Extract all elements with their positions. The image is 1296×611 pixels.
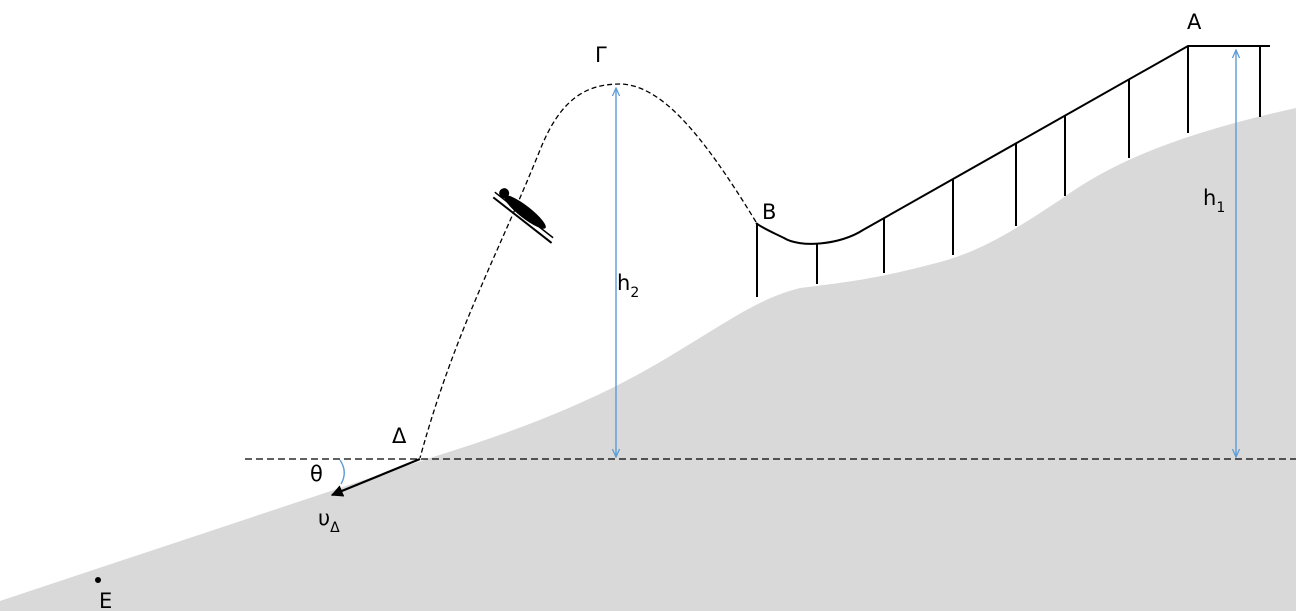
ramp-supports — [756, 46, 1261, 297]
point-e-dot — [95, 577, 101, 583]
theta-angle-arc — [339, 459, 345, 485]
label-point-delta: Δ — [392, 424, 407, 448]
label-point-gamma: Γ — [595, 43, 607, 67]
label-h2: h2 — [617, 271, 639, 301]
ramp-profile — [755, 45, 1270, 245]
velocity-vector-arrow — [330, 457, 421, 497]
label-point-a: A — [1187, 10, 1202, 34]
label-theta: θ — [310, 462, 323, 486]
ground-slope — [0, 108, 1296, 611]
flight-trajectory — [419, 83, 757, 459]
label-point-b: B — [762, 200, 776, 224]
label-velocity: υΔ — [318, 506, 340, 536]
label-h1: h1 — [1203, 186, 1225, 216]
ski-jumper-icon — [492, 188, 554, 244]
label-point-e: E — [99, 589, 112, 611]
